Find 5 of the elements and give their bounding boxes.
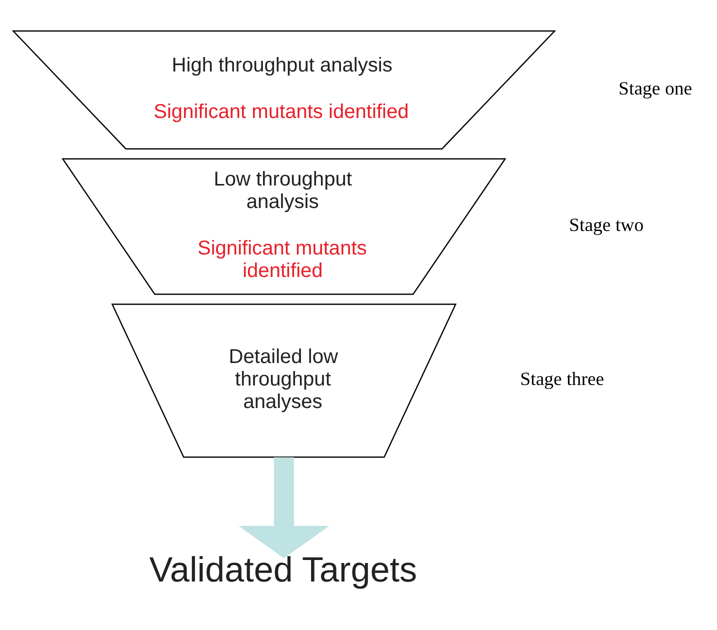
node-label: Stage one: [618, 78, 692, 99]
node-text: Validated Targets: [149, 550, 418, 590]
node-label: Stage two: [569, 214, 644, 236]
node-label: Stage three: [520, 368, 604, 390]
arrow: [238, 456, 330, 558]
